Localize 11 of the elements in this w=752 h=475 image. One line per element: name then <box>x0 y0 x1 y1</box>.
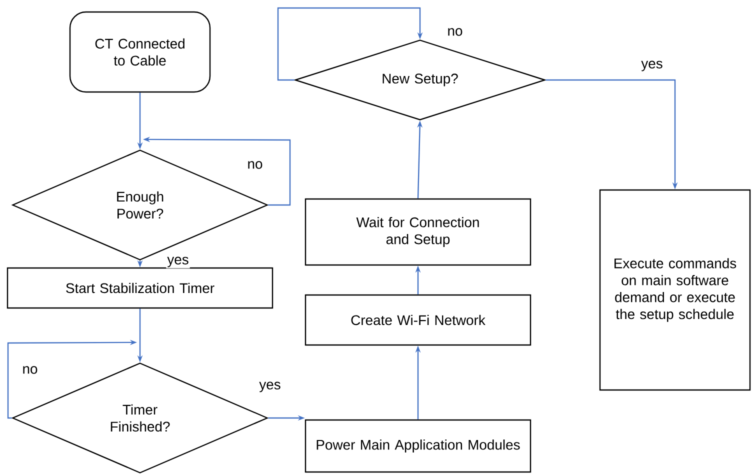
process-box: Wait for Connection and Setup <box>304 198 532 266</box>
edge-label: no <box>446 27 464 37</box>
arrow <box>277 7 423 81</box>
edge-label: yes <box>166 256 190 268</box>
process-box: Create Wi-Fi Network <box>304 294 532 346</box>
edge-label: yes <box>640 60 664 72</box>
process-box: Execute commands on main software demand or execute the setup schedule <box>599 189 751 391</box>
process-box: Power Main Application Modules <box>304 419 532 473</box>
edge-label: no <box>21 365 39 375</box>
edge-label: no <box>246 160 264 170</box>
start-box: CT Connected to Cable <box>69 11 211 93</box>
